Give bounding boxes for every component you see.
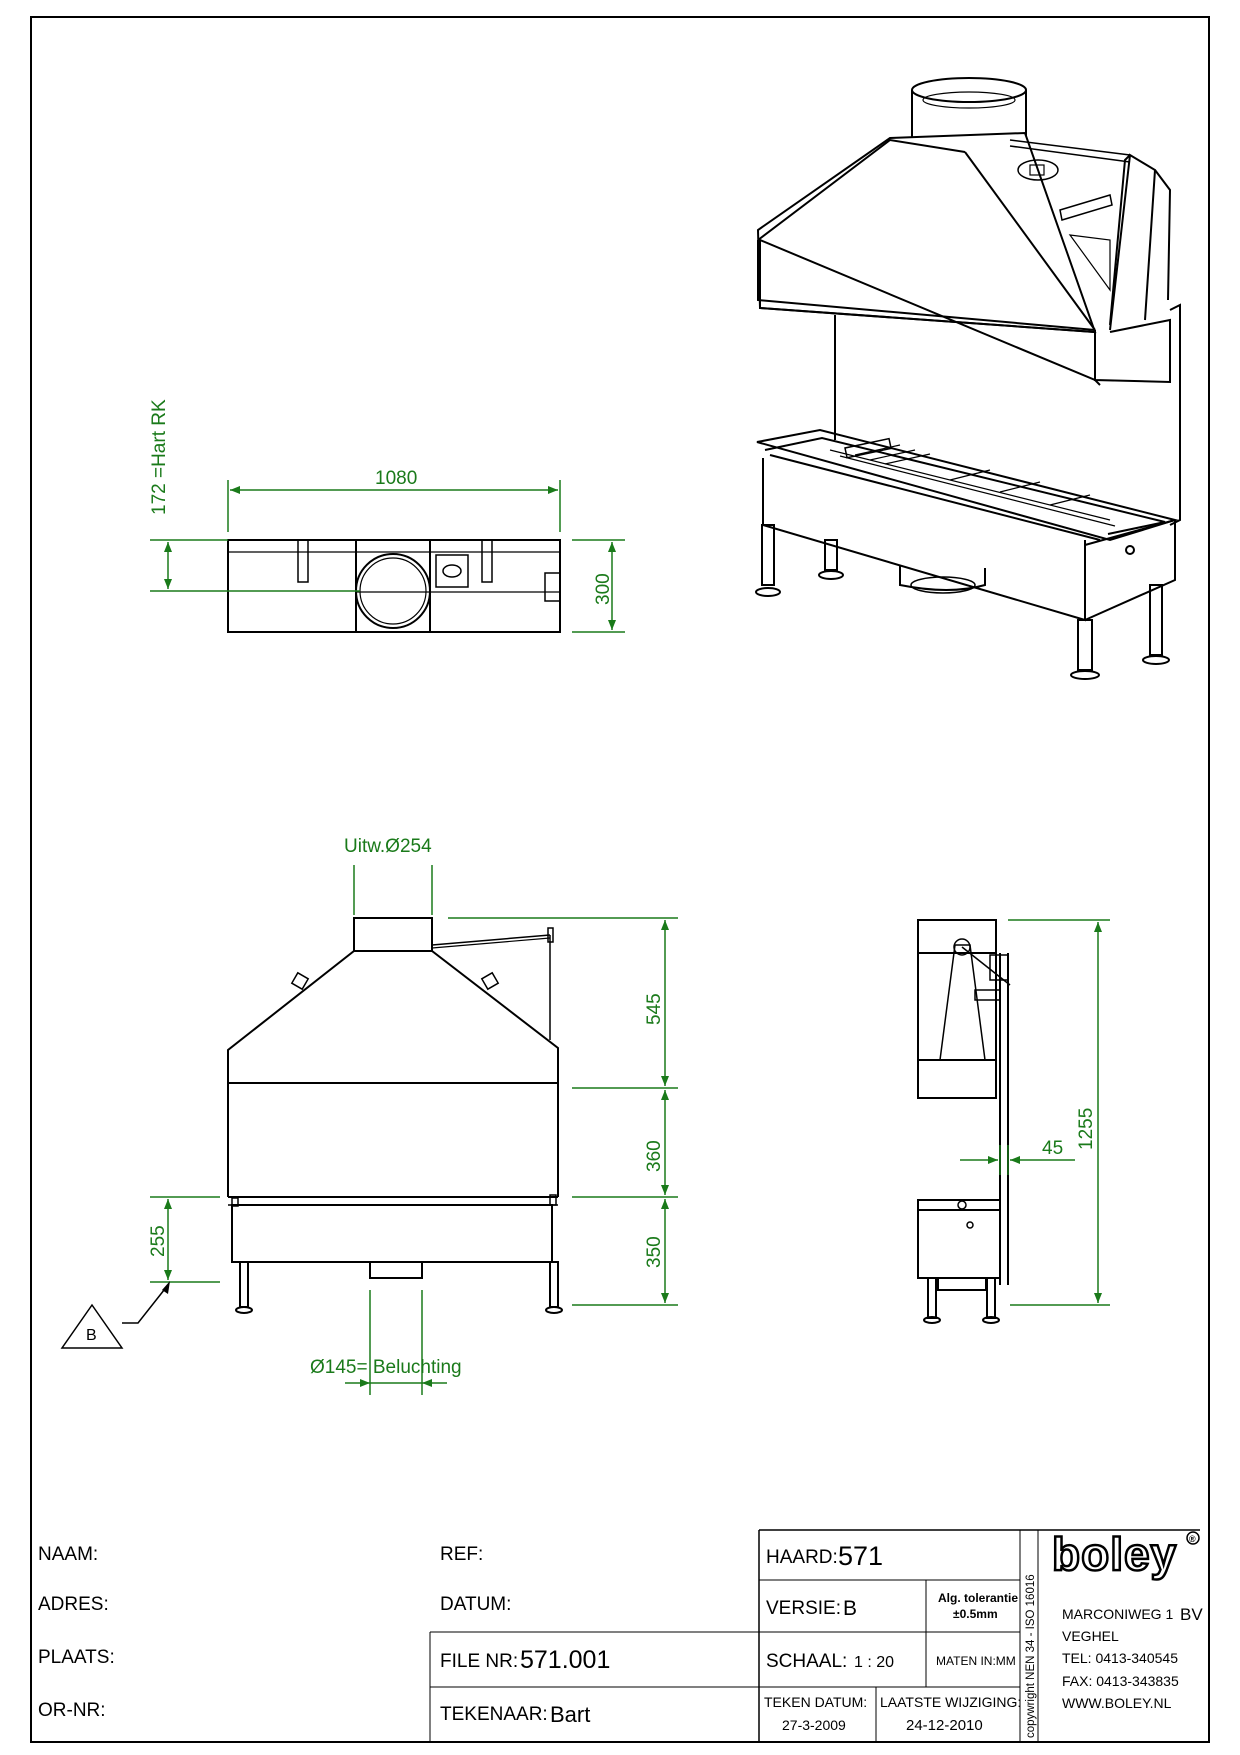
dim-depth-300: 300 bbox=[593, 573, 614, 605]
versie-value: B bbox=[843, 1597, 857, 1620]
tolerance-line1: Alg. tolerantie bbox=[938, 1591, 1018, 1605]
company-city: VEGHEL bbox=[1062, 1628, 1119, 1644]
tekenaar-label: TEKENAAR: bbox=[440, 1704, 548, 1725]
company-web: WWW.BOLEY.NL bbox=[1062, 1695, 1172, 1711]
teken-datum-label: TEKEN DATUM: bbox=[764, 1694, 867, 1710]
dim-center-172: 172 =Hart RK bbox=[149, 399, 170, 515]
title-block-lines bbox=[429, 1529, 1200, 1742]
logo-text: boley bbox=[1052, 1528, 1177, 1580]
teken-datum-value: 27-3-2009 bbox=[782, 1717, 846, 1733]
company-tel: TEL: 0413-340545 bbox=[1062, 1650, 1178, 1666]
or-nr-label: OR-NR: bbox=[38, 1700, 106, 1721]
haard-label: HAARD: bbox=[766, 1547, 838, 1568]
tekenaar-value: Bart bbox=[550, 1702, 590, 1727]
datum-label: DATUM: bbox=[440, 1594, 511, 1615]
isometric-view bbox=[755, 77, 1181, 680]
dimension-lines bbox=[150, 480, 1110, 1395]
dim-base-350: 350 bbox=[644, 1236, 665, 1268]
ref-label: REF: bbox=[440, 1544, 483, 1565]
dim-floor-255: 255 bbox=[148, 1225, 169, 1257]
file-nr-label: FILE NR: bbox=[440, 1651, 518, 1672]
laatste-wijziging-value: 24-12-2010 bbox=[906, 1717, 983, 1734]
haard-value: 571 bbox=[838, 1541, 883, 1571]
view-b-marker: B bbox=[60, 1281, 170, 1349]
boley-logo: boley ® bbox=[1051, 1527, 1200, 1581]
naam-label: NAAM: bbox=[38, 1544, 98, 1565]
dim-side-45: 45 bbox=[1042, 1138, 1063, 1159]
side-view bbox=[917, 919, 1011, 1324]
dimension-arrows bbox=[164, 486, 1102, 1387]
dim-width-1080: 1080 bbox=[375, 468, 417, 489]
copyright-text: copywright NEN 34 - ISO 16016 bbox=[1025, 1574, 1037, 1738]
company-fax: FAX: 0413-343835 bbox=[1062, 1673, 1179, 1689]
front-view bbox=[227, 917, 563, 1314]
top-view bbox=[227, 539, 561, 633]
versie-label: VERSIE: bbox=[766, 1598, 841, 1619]
schaal-label: SCHAAL: bbox=[766, 1651, 847, 1672]
maten-label: MATEN IN:MM bbox=[936, 1654, 1016, 1668]
plaats-label: PLAATS: bbox=[38, 1647, 115, 1668]
drawing-border bbox=[30, 16, 1210, 1743]
tolerance-line2: ±0.5mm bbox=[953, 1607, 998, 1621]
company-bv: BV bbox=[1180, 1605, 1203, 1624]
dim-outlet-254: Uitw.Ø254 bbox=[344, 836, 432, 857]
dim-hood-545: 545 bbox=[644, 993, 665, 1025]
company-address: MARCONIWEG 1 bbox=[1062, 1606, 1173, 1622]
dim-total-1255: 1255 bbox=[1076, 1108, 1097, 1150]
adres-label: ADRES: bbox=[38, 1594, 109, 1615]
laatste-wijziging-label: LAATSTE WIJZIGING: bbox=[880, 1694, 1021, 1710]
view-marker-letter: B bbox=[86, 1327, 97, 1344]
file-nr-value: 571.001 bbox=[520, 1646, 610, 1674]
schaal-value: 1 : 20 bbox=[854, 1654, 894, 1671]
dim-ventilation-145: Ø145= Beluchting bbox=[310, 1357, 462, 1378]
registered-mark: ® bbox=[1189, 1534, 1196, 1544]
dim-glass-360: 360 bbox=[644, 1140, 665, 1172]
